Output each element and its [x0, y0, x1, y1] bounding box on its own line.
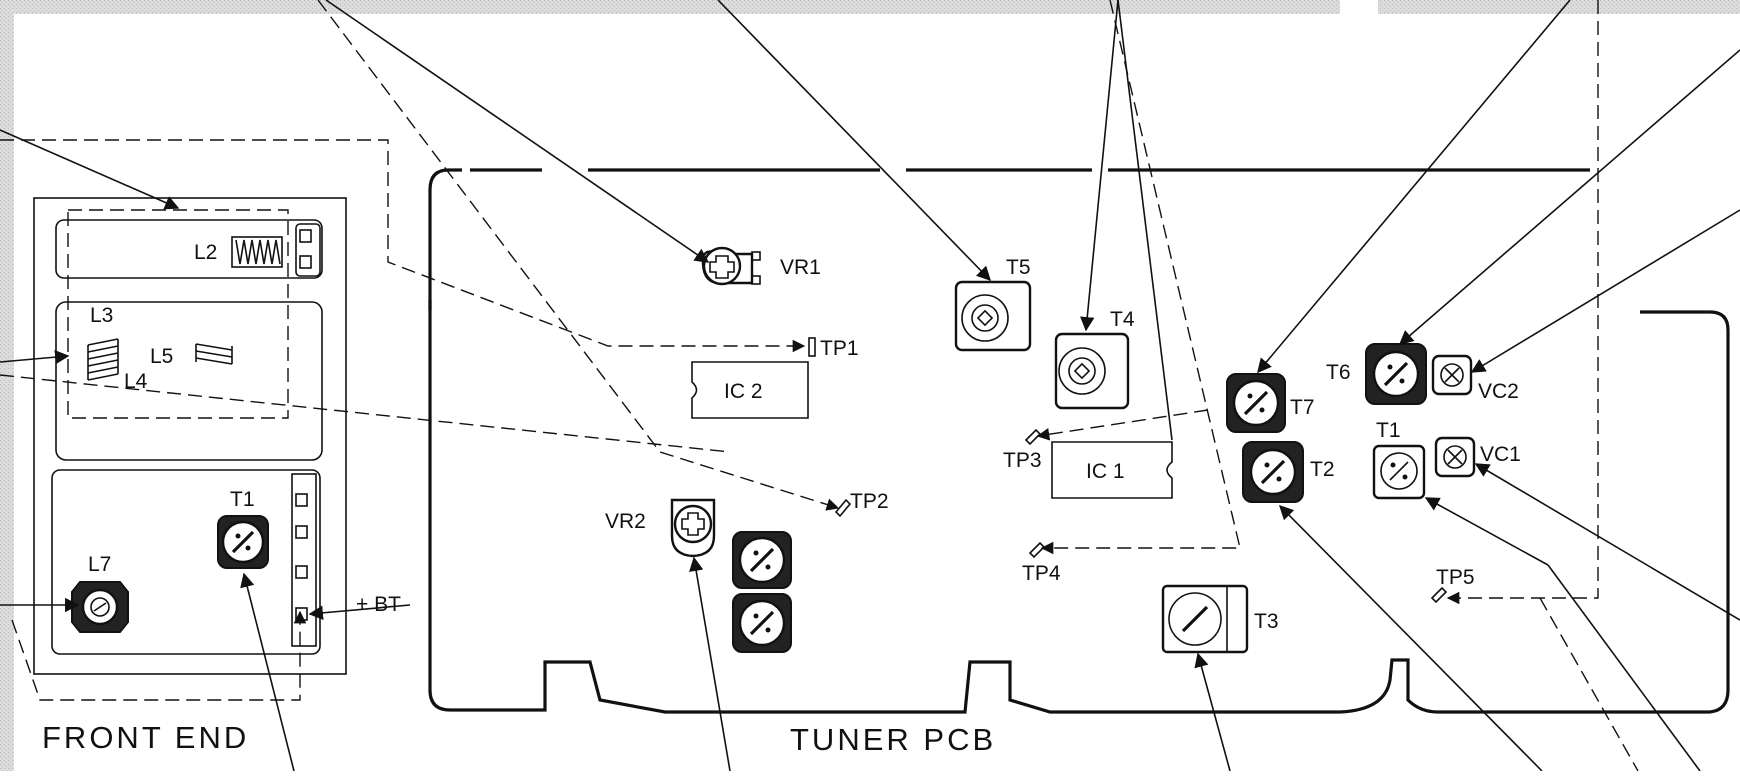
tp1-label: TP1 — [820, 337, 859, 360]
coil-upper — [732, 531, 792, 589]
l7-coil — [71, 581, 129, 633]
ic2-label: IC 2 — [724, 380, 763, 403]
tp5-label: TP5 — [1436, 566, 1475, 589]
dashed-leaders — [0, 0, 1639, 772]
t1-main-label: T1 — [1376, 419, 1401, 442]
t1-main-transformer — [1372, 444, 1426, 500]
ic1-label: IC 1 — [1086, 460, 1125, 483]
t1-front-transformer — [217, 515, 269, 569]
l3-l4-coil — [87, 338, 119, 381]
vr2-label: VR2 — [605, 510, 646, 533]
tp4-pin — [1028, 541, 1046, 559]
t3-label: T3 — [1254, 610, 1279, 633]
t1-front-label: T1 — [230, 488, 255, 511]
ic2-chip: IC 2 — [691, 361, 809, 419]
vc2-trimmer — [1431, 354, 1473, 396]
t5-transformer — [954, 280, 1032, 352]
tp5-pin — [1430, 586, 1448, 604]
tp3-label: TP3 — [1003, 449, 1042, 472]
vc1-trimmer — [1434, 436, 1476, 478]
front-end-module: L2 L3 L5 L4 T1 L7 + BT FRONT END — [33, 197, 401, 755]
vc1-label: VC1 — [1480, 443, 1521, 466]
t6-label: T6 — [1326, 361, 1351, 384]
plus-bt-label: + BT — [356, 593, 401, 616]
t6-transformer — [1365, 343, 1427, 405]
l4-label: L4 — [124, 370, 148, 393]
l2-label: L2 — [194, 241, 217, 264]
l5-label: L5 — [150, 345, 173, 368]
t3-transformer — [1161, 584, 1249, 654]
t2-label: T2 — [1310, 458, 1335, 481]
l5-coil — [195, 343, 233, 365]
tp2-pin — [834, 498, 852, 518]
tp3-pin — [1024, 428, 1042, 446]
ic1-chip: IC 1 — [1051, 441, 1173, 499]
t4-transformer — [1054, 332, 1130, 410]
t7-label: T7 — [1290, 396, 1315, 419]
vc2-label: VC2 — [1478, 380, 1519, 403]
tp2-label: TP2 — [850, 490, 889, 513]
tuner-pcb-outline: TUNER PCB — [428, 168, 1730, 757]
tp4-label: TP4 — [1022, 562, 1061, 585]
l3-label: L3 — [90, 304, 113, 327]
vr2-pot — [670, 498, 716, 558]
tuner-pcb-title: TUNER PCB — [790, 722, 996, 757]
t4-label: T4 — [1110, 308, 1135, 331]
l2-coil — [231, 236, 283, 268]
t5-label: T5 — [1006, 256, 1031, 279]
tp1-pin — [808, 337, 816, 357]
t7-transformer — [1226, 373, 1286, 433]
coil-lower — [732, 593, 792, 653]
t2-transformer — [1242, 441, 1304, 503]
l7-label: L7 — [88, 553, 111, 576]
vr1-label: VR1 — [780, 256, 821, 279]
front-end-title: FRONT END — [42, 720, 249, 755]
vr1-pot — [701, 246, 761, 286]
